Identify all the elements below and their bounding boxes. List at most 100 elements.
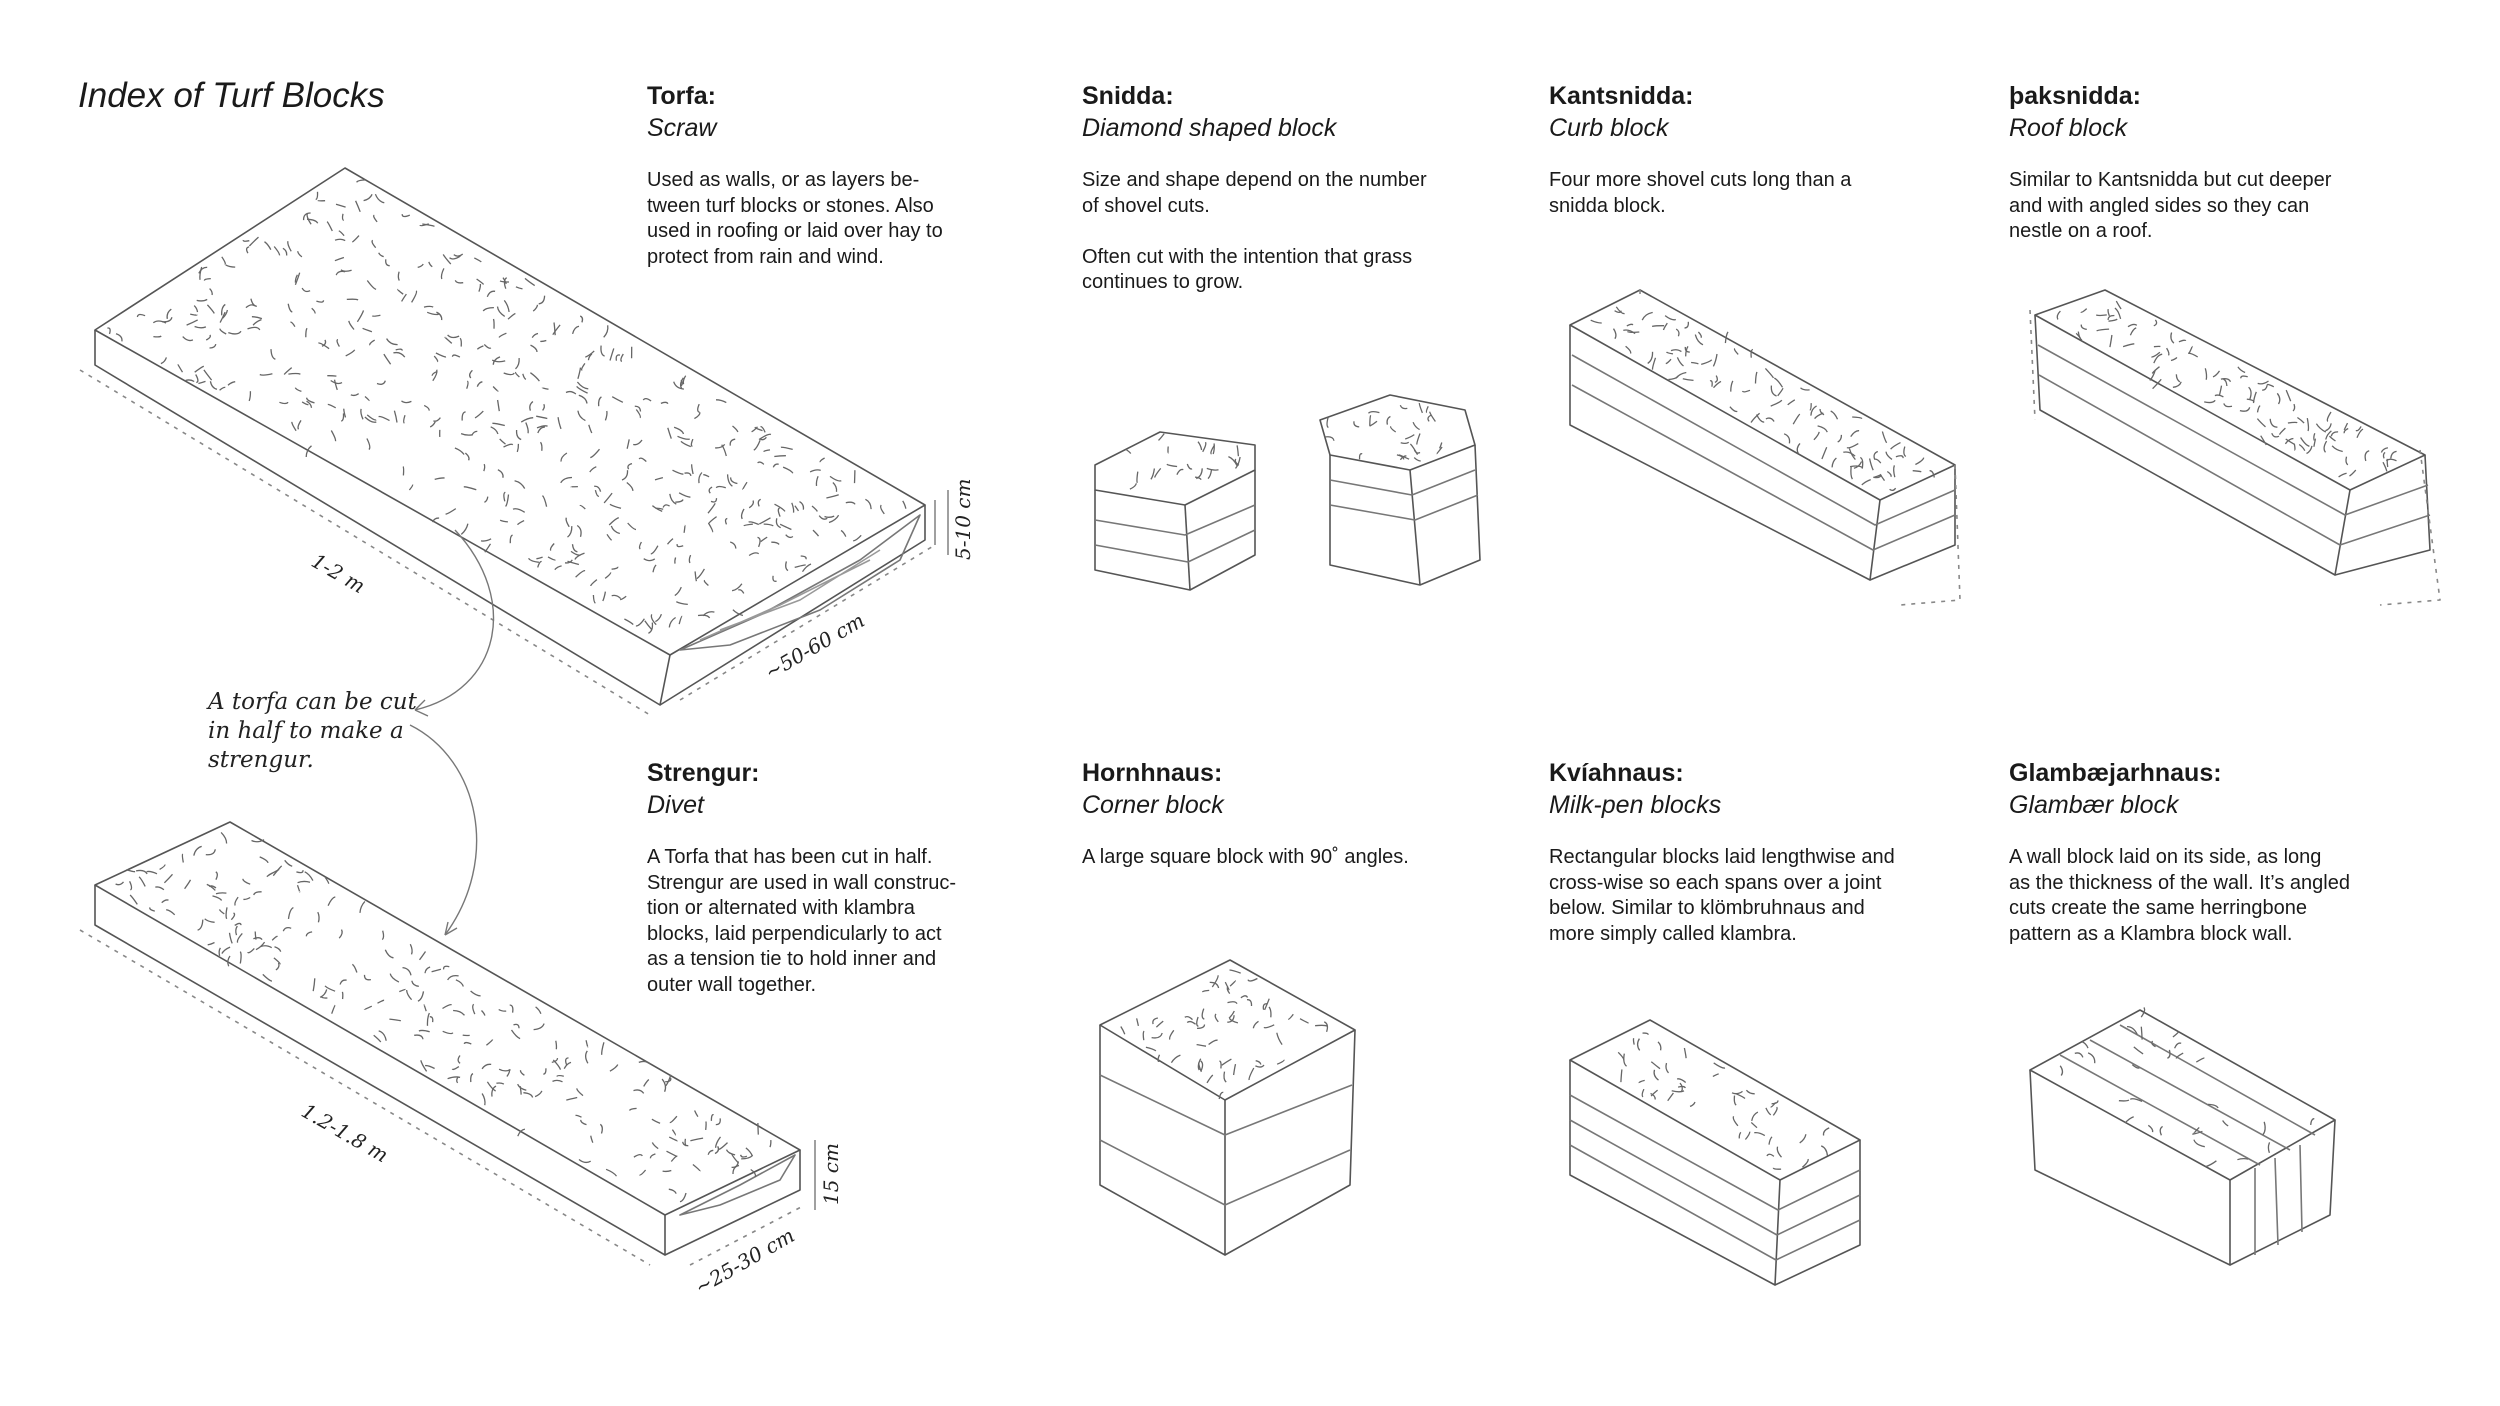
grass-stroke [2150,370,2156,380]
grass-stroke [1880,475,1884,481]
grass-stroke [2196,1058,2204,1062]
grass-stroke [1751,1122,1757,1127]
grass-stroke [663,1171,672,1172]
grass-stroke [830,476,841,481]
grass-stroke [1891,443,1901,450]
grass-stroke [2346,457,2348,465]
grass-stroke [210,289,213,295]
grass-stroke [1801,388,1810,390]
grass-stroke [1168,447,1169,453]
grass-stroke [1269,1007,1271,1017]
grass-stroke [305,872,313,881]
grass-stroke [1249,1068,1254,1080]
grass-stroke [2057,311,2060,319]
grass-stroke [669,1189,676,1193]
grass-stroke [1413,422,1420,429]
grass-stroke [543,1068,546,1074]
grass-stroke [1685,322,1689,328]
grass-stroke [1739,1132,1741,1138]
grass-stroke [881,505,885,514]
grass-stroke [471,991,481,996]
grass-stroke [298,881,310,882]
grass-stroke [1228,1002,1238,1004]
grass-stroke [610,504,621,508]
cut-note: A torfa can be cut in half to make a str… [208,688,417,775]
grass-stroke [482,1064,491,1069]
grass-stroke [335,380,338,390]
grass-stroke [566,1098,577,1101]
grass-stroke [178,364,183,372]
grass-stroke [2154,320,2157,326]
grass-stroke [1746,1090,1754,1094]
grass-stroke [1800,1134,1806,1143]
grass-stroke [237,933,242,942]
grass-stroke [1714,381,1722,387]
grass-stroke [222,257,225,264]
grass-stroke [1126,449,1131,453]
grass-stroke [543,496,547,507]
grass-stroke [579,1160,591,1163]
grass-stroke [394,411,397,423]
grass-stroke [1618,1052,1624,1060]
grass-stroke [1202,1009,1204,1020]
grass-stroke [655,614,661,621]
grass-stroke [690,1138,703,1141]
grass-stroke [620,596,626,599]
grass-stroke [651,546,658,554]
grass-stroke [1715,376,1717,383]
grass-stroke [610,348,614,360]
grass-stroke [223,310,228,318]
grass-stroke [1247,1000,1252,1006]
grass-stroke [1823,1128,1829,1136]
grass-stroke [671,1156,677,1162]
grass-stroke [461,524,468,535]
grass-stroke [1736,1094,1745,1099]
grass-stroke [689,555,690,563]
grass-stroke [1621,1069,1622,1082]
grass-stroke [516,358,520,369]
grass-stroke [580,505,586,509]
grass-stroke [387,339,398,345]
grass-stroke [458,1056,460,1064]
grass-stroke [2173,382,2181,388]
grass-stroke [216,893,226,894]
grass-stroke [226,907,227,918]
grass-stroke [243,240,249,241]
grass-stroke [571,551,580,555]
grass-stroke [430,422,435,427]
grass-stroke [2356,426,2361,430]
grass-stroke [249,391,250,401]
grass-stroke [716,1118,720,1124]
grass-stroke [1691,363,1698,364]
grass-stroke [741,1155,747,1157]
grass-stroke [2115,308,2121,319]
grass-stroke [2257,419,2265,427]
grass-stroke [1913,471,1922,472]
grass-stroke [1277,1060,1284,1065]
grass-stroke [1417,434,1420,445]
block-name: Hornhnaus: [1082,757,1442,789]
grass-stroke [1209,1040,1218,1044]
grass-stroke [1626,346,1631,353]
grass-stroke [243,879,250,884]
grass-stroke [1666,359,1671,363]
cut-arrow [410,530,493,935]
grass-stroke [337,340,339,347]
grass-stroke [685,1139,686,1146]
grass-stroke [1428,415,1431,421]
grass-stroke [1710,381,1712,387]
grass-stroke [1222,1059,1232,1065]
grass-stroke [2176,1053,2183,1058]
kantsnidda-drawing [1570,290,1960,605]
grass-stroke [2109,319,2118,321]
grass-stroke [2224,403,2232,406]
grass-stroke [2116,301,2121,309]
grass-stroke [536,416,547,418]
grass-stroke [206,335,210,340]
grass-stroke [455,280,463,283]
grass-stroke [627,483,633,491]
grass-stroke [504,373,515,375]
grass-stroke [204,370,212,380]
grass-stroke [493,387,498,391]
grass-stroke [410,944,412,954]
